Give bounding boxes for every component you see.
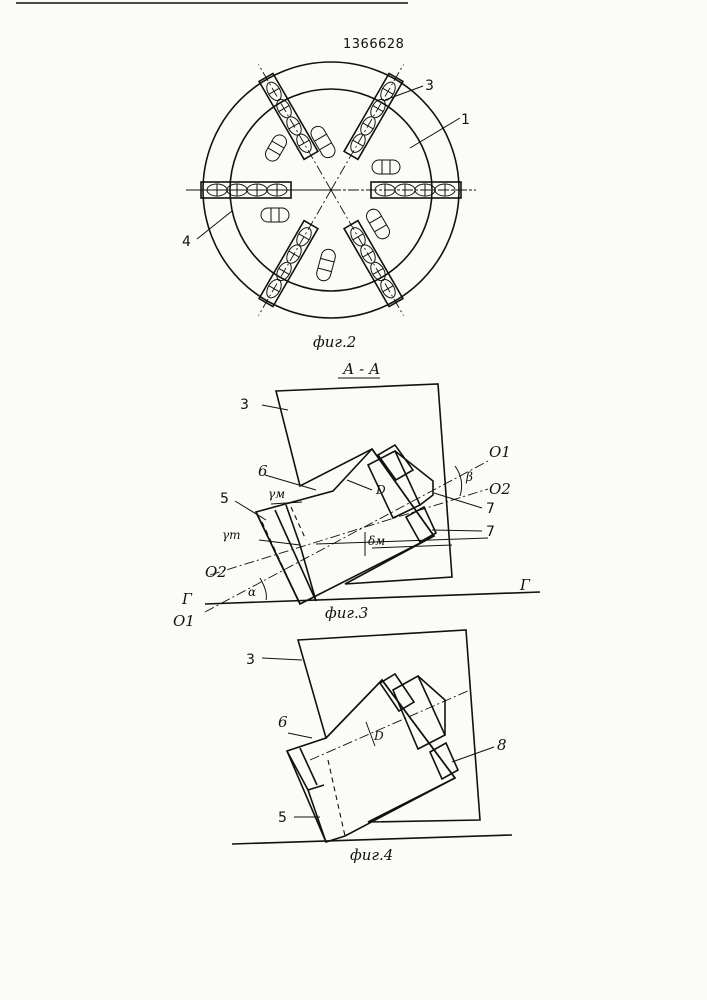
fig3-label-6: 6 — [258, 462, 268, 480]
fig4-caption: фиг.4 — [350, 846, 393, 864]
fig3-label-3: 3 — [240, 397, 249, 413]
fig3-label-O2-left: O2 — [205, 563, 227, 581]
fig3-label-O1-right: O1 — [489, 443, 511, 461]
fig4-label-8: 8 — [497, 736, 507, 754]
fig3-label-O2-right: O2 — [489, 480, 511, 498]
fig4-label-3: 3 — [246, 652, 255, 668]
fig2-label-4: 4 — [182, 234, 191, 250]
fig4-label-D: D — [373, 729, 384, 743]
fig3-label-G-left: Г — [181, 590, 193, 608]
blade-slot — [331, 182, 476, 198]
fig3-label-O1-left: O1 — [173, 612, 195, 630]
fig4-label-5: 5 — [278, 810, 287, 826]
section-title-a-a: А - А — [342, 360, 380, 378]
fig3-label-gamma-m: γм — [268, 487, 285, 501]
fig3-label-G-right: Г — [519, 576, 531, 594]
fig3-label-gamma-t: γт — [222, 528, 241, 542]
fig3-label-beta: β — [465, 470, 473, 484]
fig3-label-5: 5 — [220, 491, 229, 507]
fig3-drawing — [205, 384, 540, 612]
fig2-caption: фиг.2 — [313, 333, 356, 351]
fig2-drawing — [186, 60, 476, 319]
fig3-caption: фиг.3 — [325, 604, 368, 622]
patent-number: 1366628 — [343, 37, 404, 52]
fig3-label-D: D — [375, 483, 386, 497]
fig3-label-7a: 7 — [486, 501, 495, 517]
fig4-drawing — [232, 630, 512, 844]
fig3-label-delta-m: δм — [368, 534, 385, 548]
fig2-label-3: 3 — [425, 78, 434, 94]
fig2-label-1: 1 — [461, 112, 470, 128]
fig3-label-alpha: α — [248, 585, 256, 599]
fig4-label-6: 6 — [278, 713, 288, 731]
fig3-label-7b: 7 — [486, 524, 495, 540]
